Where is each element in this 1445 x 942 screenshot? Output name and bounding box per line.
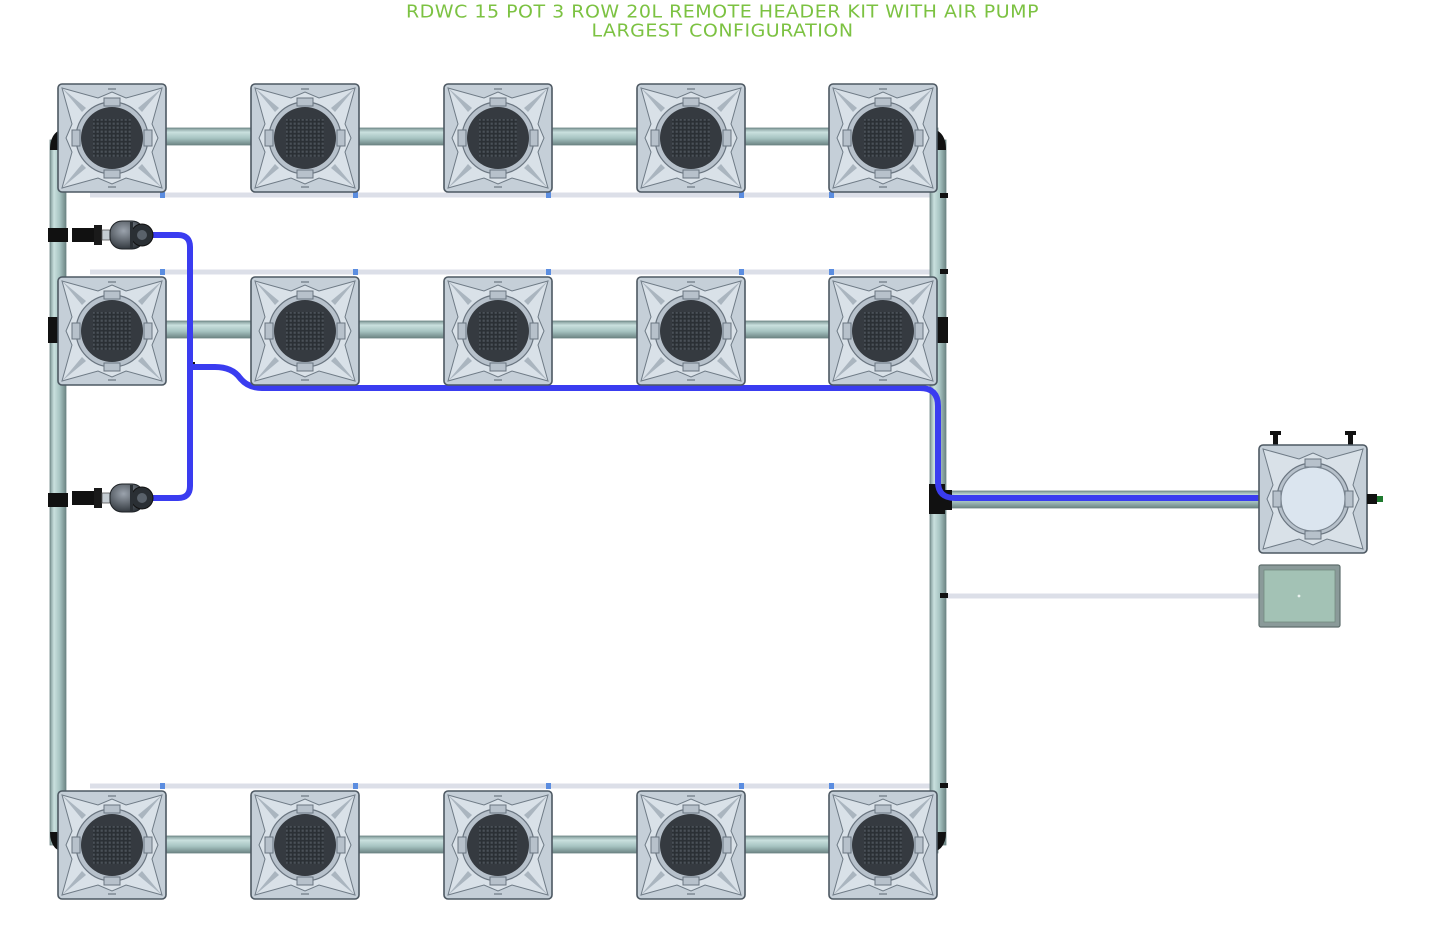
pump-icon	[71, 483, 154, 513]
pot-icon	[636, 790, 746, 900]
pot-icon	[828, 83, 938, 193]
air-line-connectors	[160, 192, 834, 789]
diagram-subtitle: LARGEST CONFIGURATION	[591, 20, 854, 42]
diagram-title: RDWC 15 POT 3 ROW 20L REMOTE HEADER KIT …	[405, 1, 1040, 23]
pump-icon	[71, 220, 154, 250]
air-lines	[90, 192, 1262, 789]
pot-icon	[250, 276, 360, 386]
pot-icon	[828, 790, 938, 900]
pot-icon	[636, 276, 746, 386]
vertical-pipes	[49, 139, 947, 846]
pot-icon	[636, 83, 746, 193]
pot-icon	[57, 83, 167, 193]
row-pipes	[57, 127, 1266, 854]
header-tank-icon	[1258, 431, 1383, 554]
pump-hoses	[137, 232, 1263, 501]
pot-icon	[250, 790, 360, 900]
pot-icon	[828, 276, 938, 386]
air-pump-icon	[1258, 564, 1341, 628]
pot-icon	[250, 83, 360, 193]
pot-icon	[443, 83, 553, 193]
pot-icon	[57, 790, 167, 900]
pot-icon	[443, 790, 553, 900]
pot-icon	[443, 276, 553, 386]
pot-icon	[57, 276, 167, 386]
